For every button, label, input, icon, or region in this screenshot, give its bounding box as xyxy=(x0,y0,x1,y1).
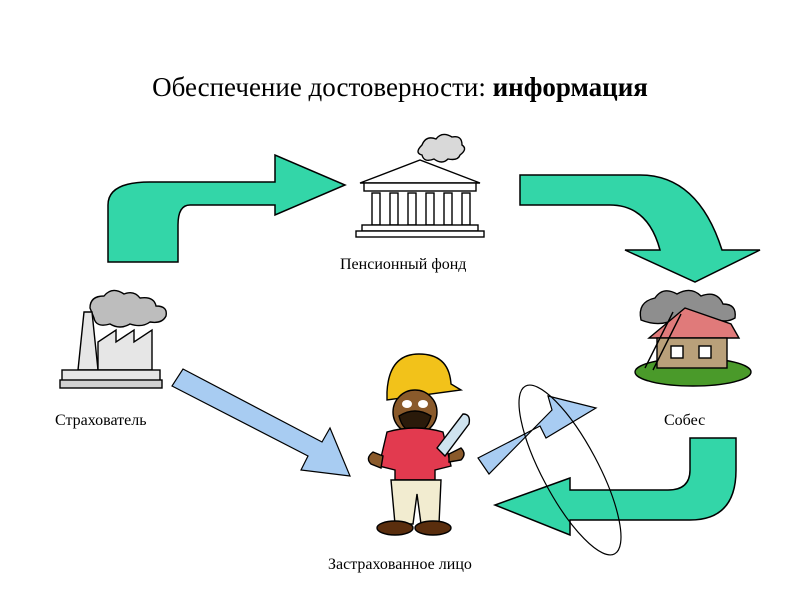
bank-building-icon xyxy=(355,133,485,238)
worker-icon xyxy=(367,353,471,536)
label-social-security: Собес xyxy=(664,412,706,429)
title-plain: Обеспечение достоверности: xyxy=(152,72,493,102)
arrow-sobes-to-person xyxy=(492,437,737,537)
label-pension-fund: Пенсионный фонд xyxy=(340,256,467,273)
highlight-ellipse xyxy=(518,384,622,556)
arrow-insurer-to-person xyxy=(171,368,351,477)
arrow-person-to-sobes xyxy=(477,395,598,475)
arrow-fund-to-sobes xyxy=(519,174,761,283)
arrow-insurer-to-fund xyxy=(107,153,347,263)
title-bold: информация xyxy=(492,72,648,102)
factory-icon xyxy=(59,289,167,389)
house-icon xyxy=(634,289,752,387)
label-insurer: Страхователь xyxy=(55,412,147,429)
label-insured-person: Застрахованное лицо xyxy=(328,556,472,573)
slide-title: Обеспечение достоверности: информация xyxy=(0,72,800,103)
